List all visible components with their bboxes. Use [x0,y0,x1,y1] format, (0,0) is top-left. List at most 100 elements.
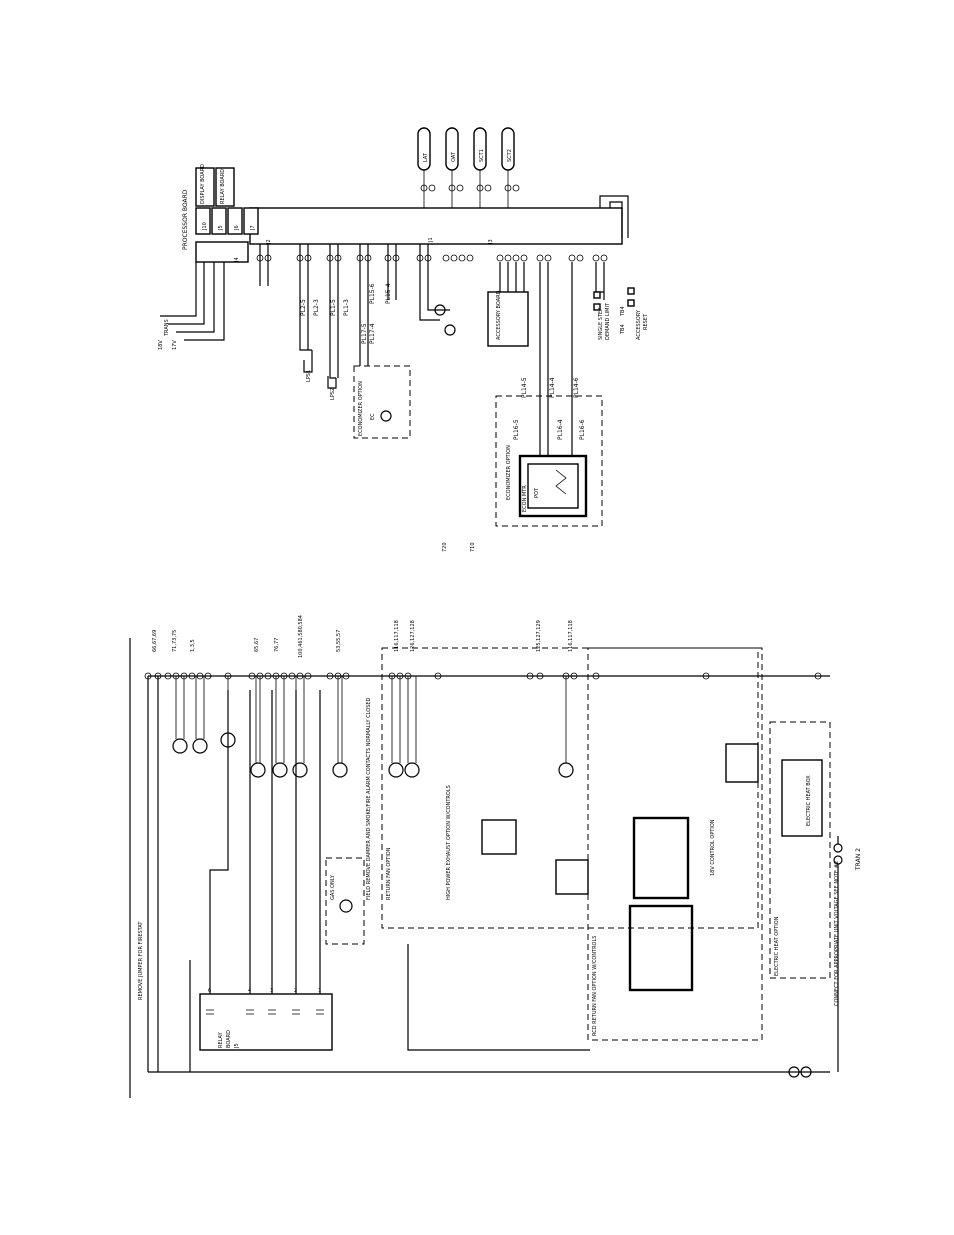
lps2-switch: LPS2 [327,376,337,400]
j2-terminal-row [256,254,608,262]
electric-heat-frame [769,721,831,979]
relay-board-j5-label-1: RELAY [218,1031,224,1048]
econ-motor-inner [527,463,579,509]
ref-b: 71,73,75 [172,630,178,652]
display-board-label: DISPLAY BOARD [200,164,206,204]
electric-heat-box-label: ELECTRIC HEAT BOX [806,775,812,826]
ctrl-18v-box [725,743,759,783]
economizer-option-left [353,365,411,439]
high-power-exhaust-label: HIGH POWER EXHAUST OPTION W/CONTROLS [446,785,452,900]
pot-resistor [555,469,567,495]
sensor-oat: OAT [445,127,459,208]
coil-row [172,732,574,778]
tb4-label-2: TB4 [620,324,626,335]
svg-text:SCT2: SCT2 [507,149,513,162]
econ-motor-leads [539,400,573,456]
display-board [195,167,215,207]
ref-j: 125,127,129 [536,620,542,652]
plug-pl1-3: PL1-3 [343,299,350,316]
processor-board-label: PROCESSOR BOARD [182,189,189,250]
hir1-coil [788,1066,800,1078]
svg-text:LPS2: LPS2 [330,388,336,400]
plug-pl16-6: PL16-6 [579,419,586,440]
economizer-option-right-label: ECONOMIZER OPTION [506,445,512,500]
connector-j6 [227,207,243,235]
j2-plug-wiring [259,244,450,379]
plug-pl16-4: PL16-4 [557,419,564,440]
econ-feed-wires [539,262,573,400]
trans-17v: 17V [172,340,178,350]
connector-j4 [195,241,249,263]
relay-output-wires [209,690,321,994]
ctrl-18v-label: 18V CONTROL OPTION [710,819,716,876]
economizer-option-left-label: ECONOMIZER OPTION [358,381,364,436]
trans-label: TRANS [164,319,170,337]
connect-note: CONNECT FOR APPROPRIATE UNIT VOLTAGE SEE… [834,861,840,1006]
common-bus-terminals [144,672,822,680]
tb4-term-2 [593,303,601,311]
ref-i: 126,127,128 [410,620,416,652]
relay-board-j5 [199,993,333,1051]
trans-wire-1 [160,262,197,317]
sensor-sct1: SCT1 [473,127,487,208]
tb4-term-1 [593,291,601,299]
electric-heat-label: ELECTRIC HEAT OPTION [774,916,780,976]
sensor-lat: LAT [417,127,431,208]
connector-j5-label: J5 [218,225,224,231]
return-fan-option-label: RETURN FAN OPTION [386,847,392,900]
gas-only-coil [339,899,353,913]
rrvfd-box [628,904,694,992]
trans-wire-3 [176,262,215,333]
connector-j7 [243,207,259,235]
trans-18v: 18V [158,340,164,350]
electric-heat-box [781,759,823,837]
demand-limit-label: DEMAND LIMIT [605,302,611,340]
rcd-return-fan-label: RCD RETURN FAN OPTION W/CONTROLS [592,936,598,1036]
relay-coil-2 [444,324,456,336]
rcd-return-fan-frame [587,647,763,1041]
accessory-reset-label: ACCESSORY [636,309,642,340]
vfd1-box [632,816,690,900]
bottom-diagram: 66,67,69 71,73,75 1,3,5 65,67 76,77 100,… [129,615,862,1098]
plug-pl15-4: PL15-4 [385,283,392,304]
accessory-board-label: ACCESSORY BOARD [496,290,502,340]
ref-g: 53,55,57 [336,630,342,652]
tran2-term-1 [833,843,843,853]
j1-right-wire-2 [609,201,623,238]
remove-jumper-note: REMOVE JUMPER FOR FIRESTAT [138,921,144,1000]
processor-board-frame [249,207,623,245]
plug-pl15-6: PL15-6 [369,283,376,304]
connector-j10 [195,207,211,235]
econ-motor-box [518,454,588,518]
relay-board-label: RELAY BOARD [220,169,226,204]
plug-pl17-4: PL17-4 [369,323,376,344]
connector-j2-label: J2 [266,239,272,245]
exhaust-motor-box [555,859,589,895]
trans-wire-2 [168,262,205,325]
tb4-label-1: TB4 [620,306,626,317]
connector-j7-label: J7 [250,225,256,231]
svg-text:SCT1: SCT1 [479,149,485,162]
connector-j5 [211,207,227,235]
accessory-board [487,291,529,347]
sensor-sct2: SCT2 [501,127,515,208]
ref-720: 720 [442,542,448,552]
accessory-board-leads [499,262,525,292]
plug-pl2-3: PL2-3 [313,299,320,316]
trans-wire-4 [184,262,225,341]
connector-j6-label: J6 [234,225,240,231]
ec-label: EC [370,413,376,420]
accessory-reset-label-2: RESET [643,313,649,330]
rcr-box [481,819,517,855]
gas-only-box [325,857,365,945]
svg-text:OAT: OAT [451,151,457,162]
sensor-terminals [420,184,520,192]
tran2-label: TRAN 2 [855,848,862,871]
single-step-label: SINGLE STEP [598,308,604,340]
ref-710: 710 [470,542,476,552]
plug-pl14-5: PL14-5 [521,377,528,398]
ec-coil [380,410,392,422]
hir1-coil-2 [800,1066,812,1078]
j1-right-wire [599,195,629,238]
